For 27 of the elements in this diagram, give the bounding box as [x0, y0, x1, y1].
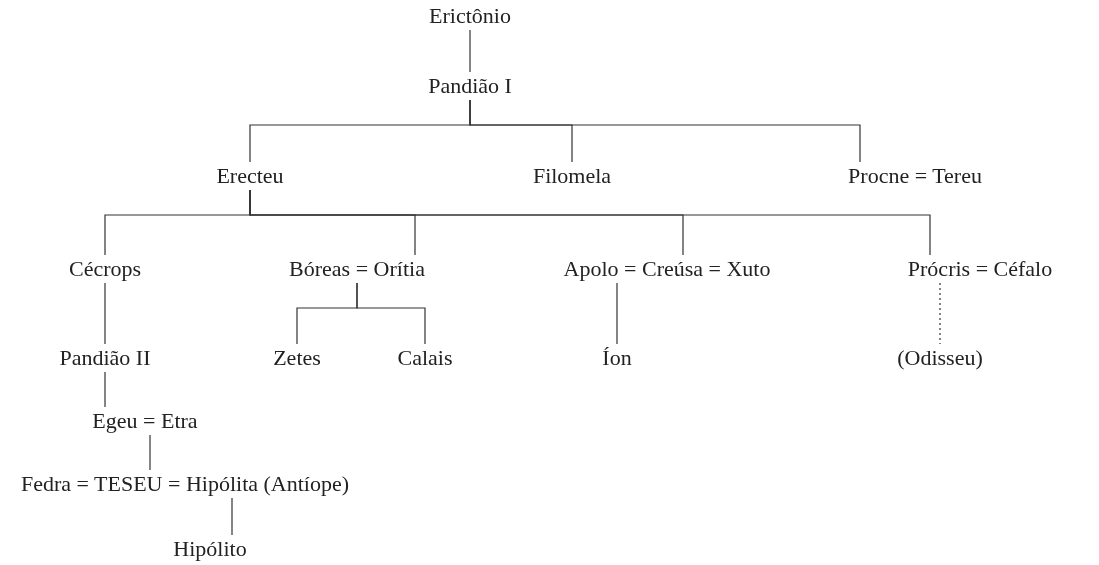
- name-label: Erictônio: [429, 2, 511, 30]
- connector-line: [356, 282, 426, 345]
- name-label: Íon: [602, 344, 632, 372]
- name-label: Filomela: [532, 162, 612, 190]
- name-label: Zetes: [273, 344, 321, 372]
- connector-line: [104, 282, 106, 345]
- connector-line: [469, 99, 861, 163]
- name-label: Prócris = Céfalo: [907, 255, 1053, 283]
- name-label: Fedra = TESEU = Hipólita (Antíope): [20, 470, 350, 498]
- connector-line: [616, 282, 618, 345]
- dotted-line: [939, 282, 941, 345]
- name-label: Hipólito: [173, 535, 247, 563]
- name-label: Apolo = Creúsa = Xuto: [563, 255, 771, 283]
- connector-line: [104, 371, 106, 408]
- connector-line: [249, 189, 931, 256]
- name-label: Calais: [397, 344, 453, 372]
- name-label: Egeu = Etra: [92, 407, 198, 435]
- name-label: Pandião I: [428, 72, 512, 100]
- name-label: Bóreas = Orítia: [289, 255, 425, 283]
- name-label: Cécrops: [68, 255, 142, 283]
- name-label: Pandião II: [59, 344, 151, 372]
- name-label: Procne = Tereu: [848, 162, 982, 190]
- name-label: Erecteu: [216, 162, 284, 190]
- connector-line: [231, 497, 233, 536]
- name-label: (Odisseu): [897, 344, 983, 372]
- connector-line: [149, 434, 151, 471]
- connector-line: [469, 29, 471, 73]
